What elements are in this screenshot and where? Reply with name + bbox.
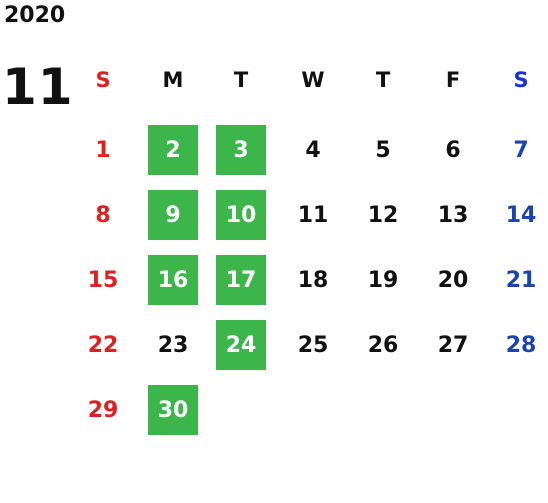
day-cell-highlighted[interactable]: 9 [148,190,198,240]
day-cell[interactable]: 8 [95,202,111,228]
day-cell-highlighted[interactable]: 3 [216,125,266,175]
day-cell[interactable]: 29 [87,397,119,423]
day-cell-highlighted[interactable]: 2 [148,125,198,175]
day-cell[interactable]: 21 [505,267,537,293]
day-cell[interactable]: 6 [445,137,461,163]
weekday-header: F [445,68,461,92]
weekday-header: W [301,68,325,92]
day-cell[interactable]: 5 [375,137,391,163]
day-cell[interactable]: 7 [513,137,529,163]
day-cell-highlighted[interactable]: 16 [148,255,198,305]
weekday-header: M [162,68,184,92]
day-cell[interactable]: 4 [305,137,321,163]
day-cell[interactable]: 18 [297,267,329,293]
day-cell-highlighted[interactable]: 24 [216,320,266,370]
day-cell[interactable]: 26 [367,332,399,358]
day-cell[interactable]: 1 [95,137,111,163]
calendar-year: 2020 [4,3,66,28]
day-cell[interactable]: 19 [367,267,399,293]
weekday-header: S [513,68,529,92]
day-cell-highlighted[interactable]: 17 [216,255,266,305]
day-cell-highlighted[interactable]: 10 [216,190,266,240]
day-cell[interactable]: 25 [297,332,329,358]
day-cell[interactable]: 28 [505,332,537,358]
day-cell[interactable]: 22 [87,332,119,358]
day-cell[interactable]: 14 [505,202,537,228]
day-cell[interactable]: 15 [87,267,119,293]
day-cell[interactable]: 12 [367,202,399,228]
day-cell[interactable]: 20 [437,267,469,293]
calendar-month: 11 [2,58,74,116]
day-cell[interactable]: 23 [157,332,189,358]
weekday-header: S [95,68,111,92]
day-cell-highlighted[interactable]: 30 [148,385,198,435]
weekday-header: T [233,68,249,92]
day-cell[interactable]: 11 [297,202,329,228]
day-cell[interactable]: 27 [437,332,469,358]
weekday-header: T [375,68,391,92]
day-cell[interactable]: 13 [437,202,469,228]
